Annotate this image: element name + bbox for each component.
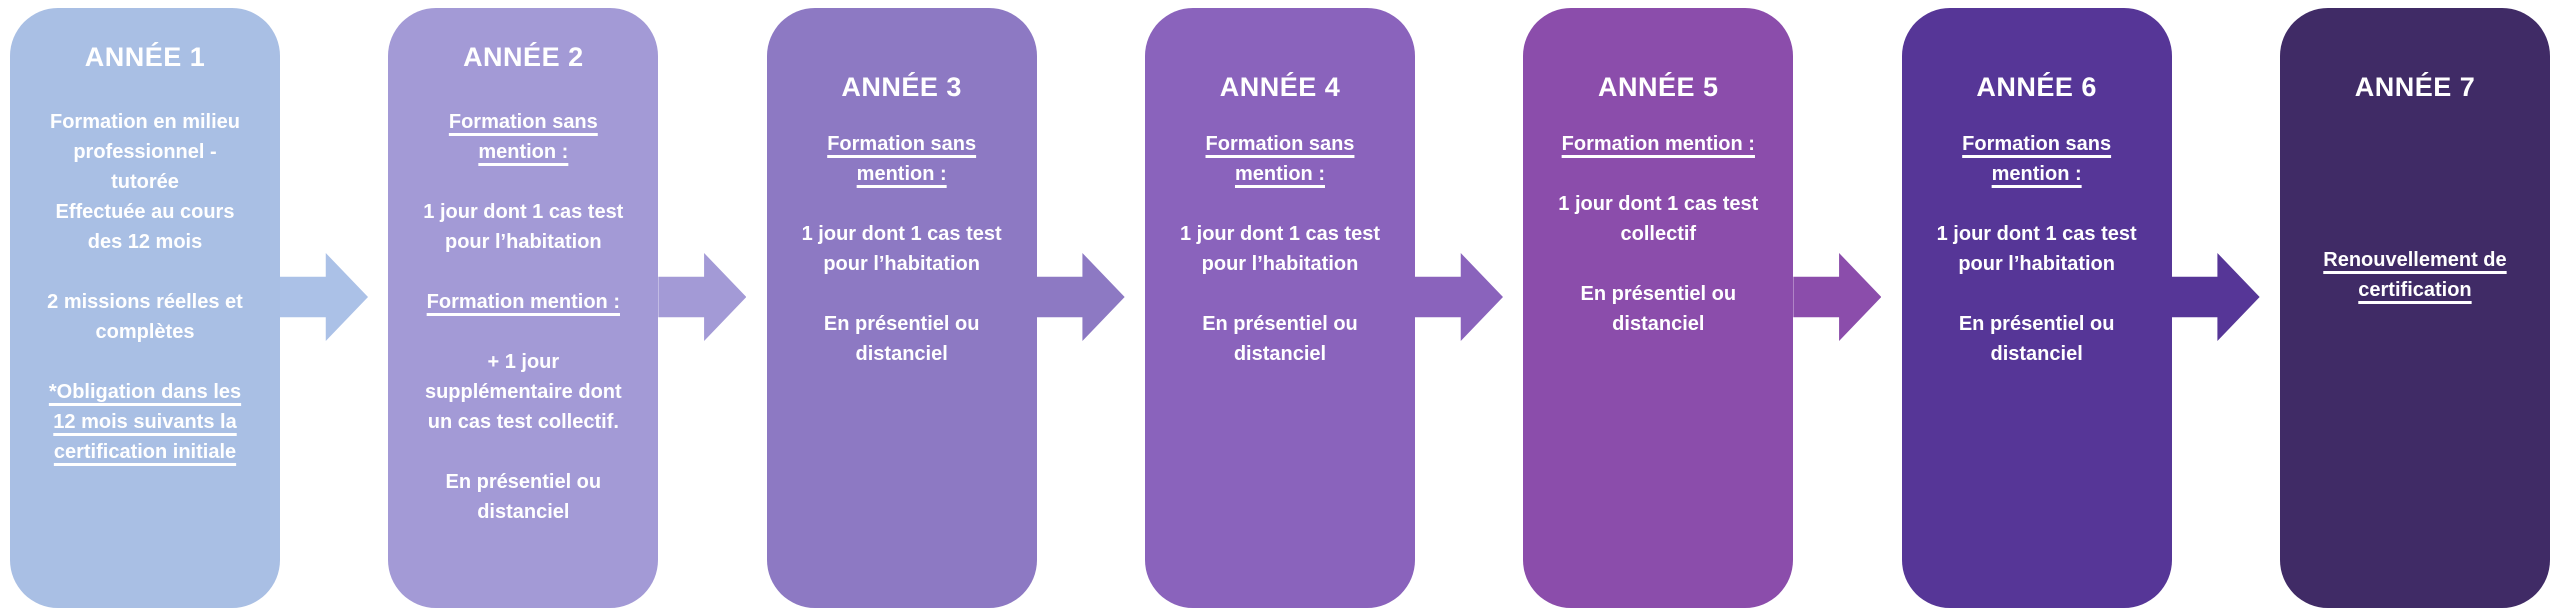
card-text: En présentiel ou distanciel [1202,313,1358,365]
card-text: En présentiel ou distanciel [1958,313,2115,365]
card-annee-2: ANNÉE 2 Formation sans mention : 1 jour … [388,8,659,608]
card-text: 1 jour dont 1 cas test pour l’habitation [423,201,624,253]
arrow-slot-4-5 [1414,8,1523,608]
card-text-underlined: Formation mention : [1561,133,1755,155]
card-title: ANNÉE 2 [463,42,584,72]
card-text: 1 jour dont 1 cas test pour l’habitation [1936,223,2137,275]
arrow-slot-2-3 [658,8,766,608]
card-text-underlined: Renouvellement de certification [2323,249,2507,301]
arrow-slot-1-2 [280,8,388,608]
arrow-right-icon [1793,253,1882,341]
arrow-slot-3-4 [1036,8,1145,608]
card-annee-1: ANNÉE 1 Formation en milieu professionne… [10,8,280,608]
card-annee-6: ANNÉE 6 Formation sans mention : 1 jour … [1901,8,2172,608]
card-title: ANNÉE 4 [1219,72,1341,102]
card-title: ANNÉE 1 [84,42,206,72]
card-text: En présentiel ou distanciel [445,471,602,523]
card-annee-4: ANNÉE 4 Formation sans mention : 1 jour … [1144,8,1415,608]
card-text-underlined: Formation sans mention : [448,111,598,163]
card-text-underlined: Formation sans mention : [1962,133,2112,185]
card-annee-7: ANNÉE 7 Renouvellement de certification [2279,8,2550,608]
card-title: ANNÉE 3 [841,72,962,102]
card-title: ANNÉE 7 [2354,72,2476,102]
arrow-slot-5-6 [1793,8,1901,608]
card-text: 1 jour dont 1 cas test collectif [1558,193,1759,245]
arrow-slot-6-7 [2171,8,2280,608]
card-annee-3: ANNÉE 3 Formation sans mention : 1 jour … [766,8,1037,608]
card-text: 2 missions réelles et complètes [47,291,243,343]
arrow-right-icon [280,253,368,341]
card-title: ANNÉE 5 [1598,72,1719,102]
arrow-right-icon [1036,253,1125,341]
arrow-right-icon [2171,253,2260,341]
card-text-underlined: Formation sans mention : [1205,133,1355,185]
card-text: 1 jour dont 1 cas test pour l’habitation [801,223,1002,275]
card-text: En présentiel ou distanciel [823,313,980,365]
card-text-underlined: Formation sans mention : [827,133,977,185]
card-title: ANNÉE 6 [1976,72,2097,102]
card-text: + 1 jour supplémentaire dont un cas test… [424,351,622,433]
card-text: 1 jour dont 1 cas test pour l’habitation [1179,223,1381,275]
arrow-right-icon [1414,253,1503,341]
card-text-underlined: *Obligation dans les 12 mois suivants la… [48,381,242,463]
arrow-right-icon [658,253,747,341]
card-annee-5: ANNÉE 5 Formation mention : 1 jour dont … [1523,8,1794,608]
card-text-underlined: Formation mention : [426,291,620,313]
card-text: Formation en milieu professionnel - tuto… [49,111,241,253]
card-text: En présentiel ou distanciel [1580,283,1737,335]
